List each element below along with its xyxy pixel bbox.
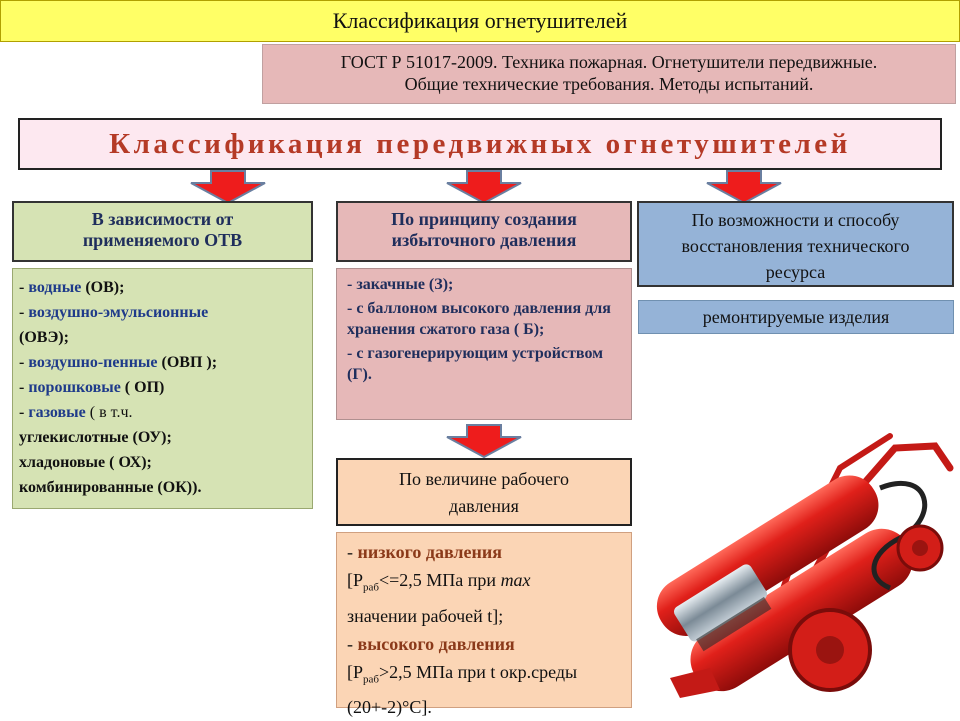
list-item: - закачные (З); (347, 276, 454, 293)
ote-type-list: - водные (ОВ); - воздушно-эмульсионные (… (12, 268, 313, 509)
heading-line: ресурса (765, 262, 826, 282)
heading-line: По возможности и способу (691, 210, 900, 230)
pressure-principle-list: - закачные (З); - с баллоном высокого да… (336, 268, 632, 420)
list-item: (ОВЭ); (19, 329, 69, 346)
list-item: значении рабочей t]; (347, 605, 504, 626)
list-item: углекислотные (ОУ); (19, 429, 172, 446)
list-item: хладоновые ( ОХ); (19, 454, 152, 471)
resource-restoration-heading: По возможности и способу восстановления … (637, 201, 954, 287)
list-item: - водные (ОВ); (19, 279, 125, 296)
list-item: - низкого давления (347, 542, 502, 562)
gost-line-1: ГОСТ Р 51017-2009. Техника пожарная. Огн… (340, 52, 878, 72)
working-pressure-heading: По величине рабочего давления (336, 458, 632, 526)
down-arrow-icon (190, 170, 266, 204)
heading-line: давления (449, 496, 519, 516)
list-item: - воздушно-пенные (ОВП ); (19, 354, 218, 371)
heading-line: избыточного давления (391, 230, 577, 250)
list-item: - газовые ( в т.ч. (19, 404, 133, 421)
list-item: - с газогенерирующим устройством (Г). (347, 345, 604, 383)
list-item: - с баллоном высокого давления для хране… (347, 300, 611, 338)
ote-type-heading: В зависимости от применяемого ОТВ (12, 201, 313, 262)
heading-line: По принципу создания (391, 209, 577, 229)
list-item: [Pраб<=2,5 МПа при max (347, 570, 531, 594)
gost-reference: ГОСТ Р 51017-2009. Техника пожарная. Огн… (262, 44, 956, 104)
main-classification-title: Классификация передвижных огнетушителей (18, 118, 942, 170)
list-item: комбинированные (ОК)). (19, 479, 202, 496)
down-arrow-icon (446, 424, 522, 458)
list-item: - порошковые ( ОП) (19, 379, 165, 396)
repairable-items-box: ремонтируемые изделия (638, 300, 954, 334)
heading-line: восстановления технического (681, 236, 910, 256)
pressure-principle-heading: По принципу создания избыточного давлени… (336, 201, 632, 262)
down-arrow-icon (706, 170, 782, 204)
mobile-extinguisher-image (656, 433, 954, 698)
heading-line: применяемого ОТВ (82, 230, 243, 250)
list-item: - высокого давления (347, 633, 515, 654)
heading-line: По величине рабочего (399, 469, 569, 489)
slide-title: Классификация огнетушителей (0, 0, 960, 42)
working-pressure-list: - низкого давления [Pраб<=2,5 МПа при ma… (336, 532, 632, 717)
list-item: - воздушно-эмульсионные (19, 304, 209, 321)
list-item: [Pраб>2,5 МПа при t окр.среды (347, 661, 578, 686)
heading-line: В зависимости от (91, 209, 234, 229)
list-item: (20+-2)°C]. (347, 697, 432, 718)
down-arrow-icon (446, 170, 522, 204)
gost-line-2: Общие технические требования. Методы исп… (404, 74, 814, 94)
